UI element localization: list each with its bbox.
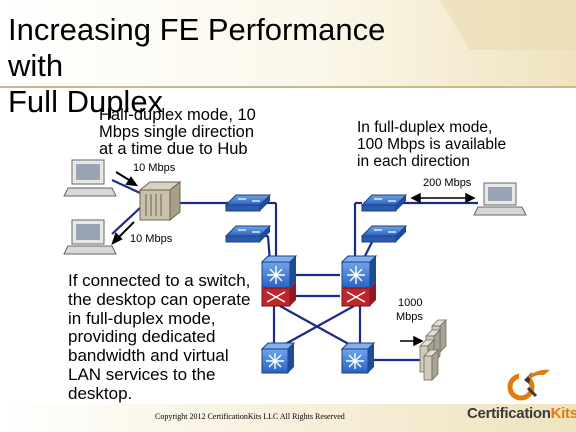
server-stack bbox=[419, 319, 447, 381]
hub-arrows bbox=[111, 171, 139, 245]
dist-switch-right bbox=[340, 342, 376, 374]
switch-note: If connected to a switch, the desktop ca… bbox=[68, 271, 283, 404]
title-divider bbox=[0, 86, 576, 88]
hub-top-label: 10 Mbps bbox=[133, 162, 176, 174]
note-line: bandwidth and virtual bbox=[68, 346, 229, 366]
access-switch-3 bbox=[360, 194, 408, 212]
note-line: desktop. bbox=[68, 383, 133, 403]
footer-band bbox=[0, 404, 576, 432]
note-line: In full-duplex mode, bbox=[357, 119, 493, 136]
fd-double-arrow bbox=[410, 192, 476, 204]
full-duplex-note: In full-duplex mode, 100 Mbps is availab… bbox=[357, 119, 506, 170]
note-line: in full-duplex mode, bbox=[68, 308, 216, 328]
dist-switch-left bbox=[260, 342, 296, 374]
access-switch-4 bbox=[360, 225, 408, 243]
fd-link-label: 200 Mbps bbox=[423, 177, 472, 189]
slide-title: Increasing FE Performance with Full Dupl… bbox=[8, 12, 448, 120]
note-line: Half-duplex mode, 10 bbox=[99, 106, 256, 124]
note-line: LAN services to the bbox=[68, 364, 216, 384]
title-band-accent bbox=[440, 0, 576, 50]
server-label-line1: 1000 bbox=[398, 297, 423, 309]
access-switch-2 bbox=[224, 225, 272, 243]
gig-arrow bbox=[400, 335, 424, 347]
hub-bottom-label: 10 Mbps bbox=[130, 233, 173, 245]
note-line: the desktop can operate bbox=[68, 289, 251, 309]
note-line: If connected to a switch, bbox=[68, 271, 251, 290]
brand-accent: Kits bbox=[550, 405, 576, 422]
pc-bottom-left bbox=[63, 219, 117, 255]
core-switch-left bbox=[260, 255, 298, 307]
title-line: Full Duplex bbox=[8, 84, 164, 119]
server-label-line2: Mbps bbox=[396, 311, 423, 323]
pc-top-left bbox=[63, 159, 117, 197]
note-line: Mbps single direction bbox=[99, 123, 254, 141]
brand-main: Certification bbox=[467, 405, 551, 422]
copyright-text: Copyright 2012 CertificationKits LLC All… bbox=[155, 412, 345, 421]
note-line: in each direction bbox=[357, 153, 470, 170]
title-line: Increasing FE Performance with bbox=[8, 12, 386, 83]
brand-name: CertificationKits bbox=[467, 405, 576, 422]
core-switch-right bbox=[340, 255, 378, 307]
half-duplex-note: Half-duplex mode, 10 Mbps single directi… bbox=[99, 107, 256, 158]
access-switch-1 bbox=[224, 194, 272, 212]
pc-right bbox=[473, 182, 527, 216]
note-line: 100 Mbps is available bbox=[357, 136, 507, 153]
note-line: at a time due to Hub bbox=[99, 140, 248, 158]
hub-device bbox=[138, 180, 182, 222]
note-line: providing dedicated bbox=[68, 327, 216, 347]
certificationkits-logo-icon bbox=[507, 369, 550, 401]
